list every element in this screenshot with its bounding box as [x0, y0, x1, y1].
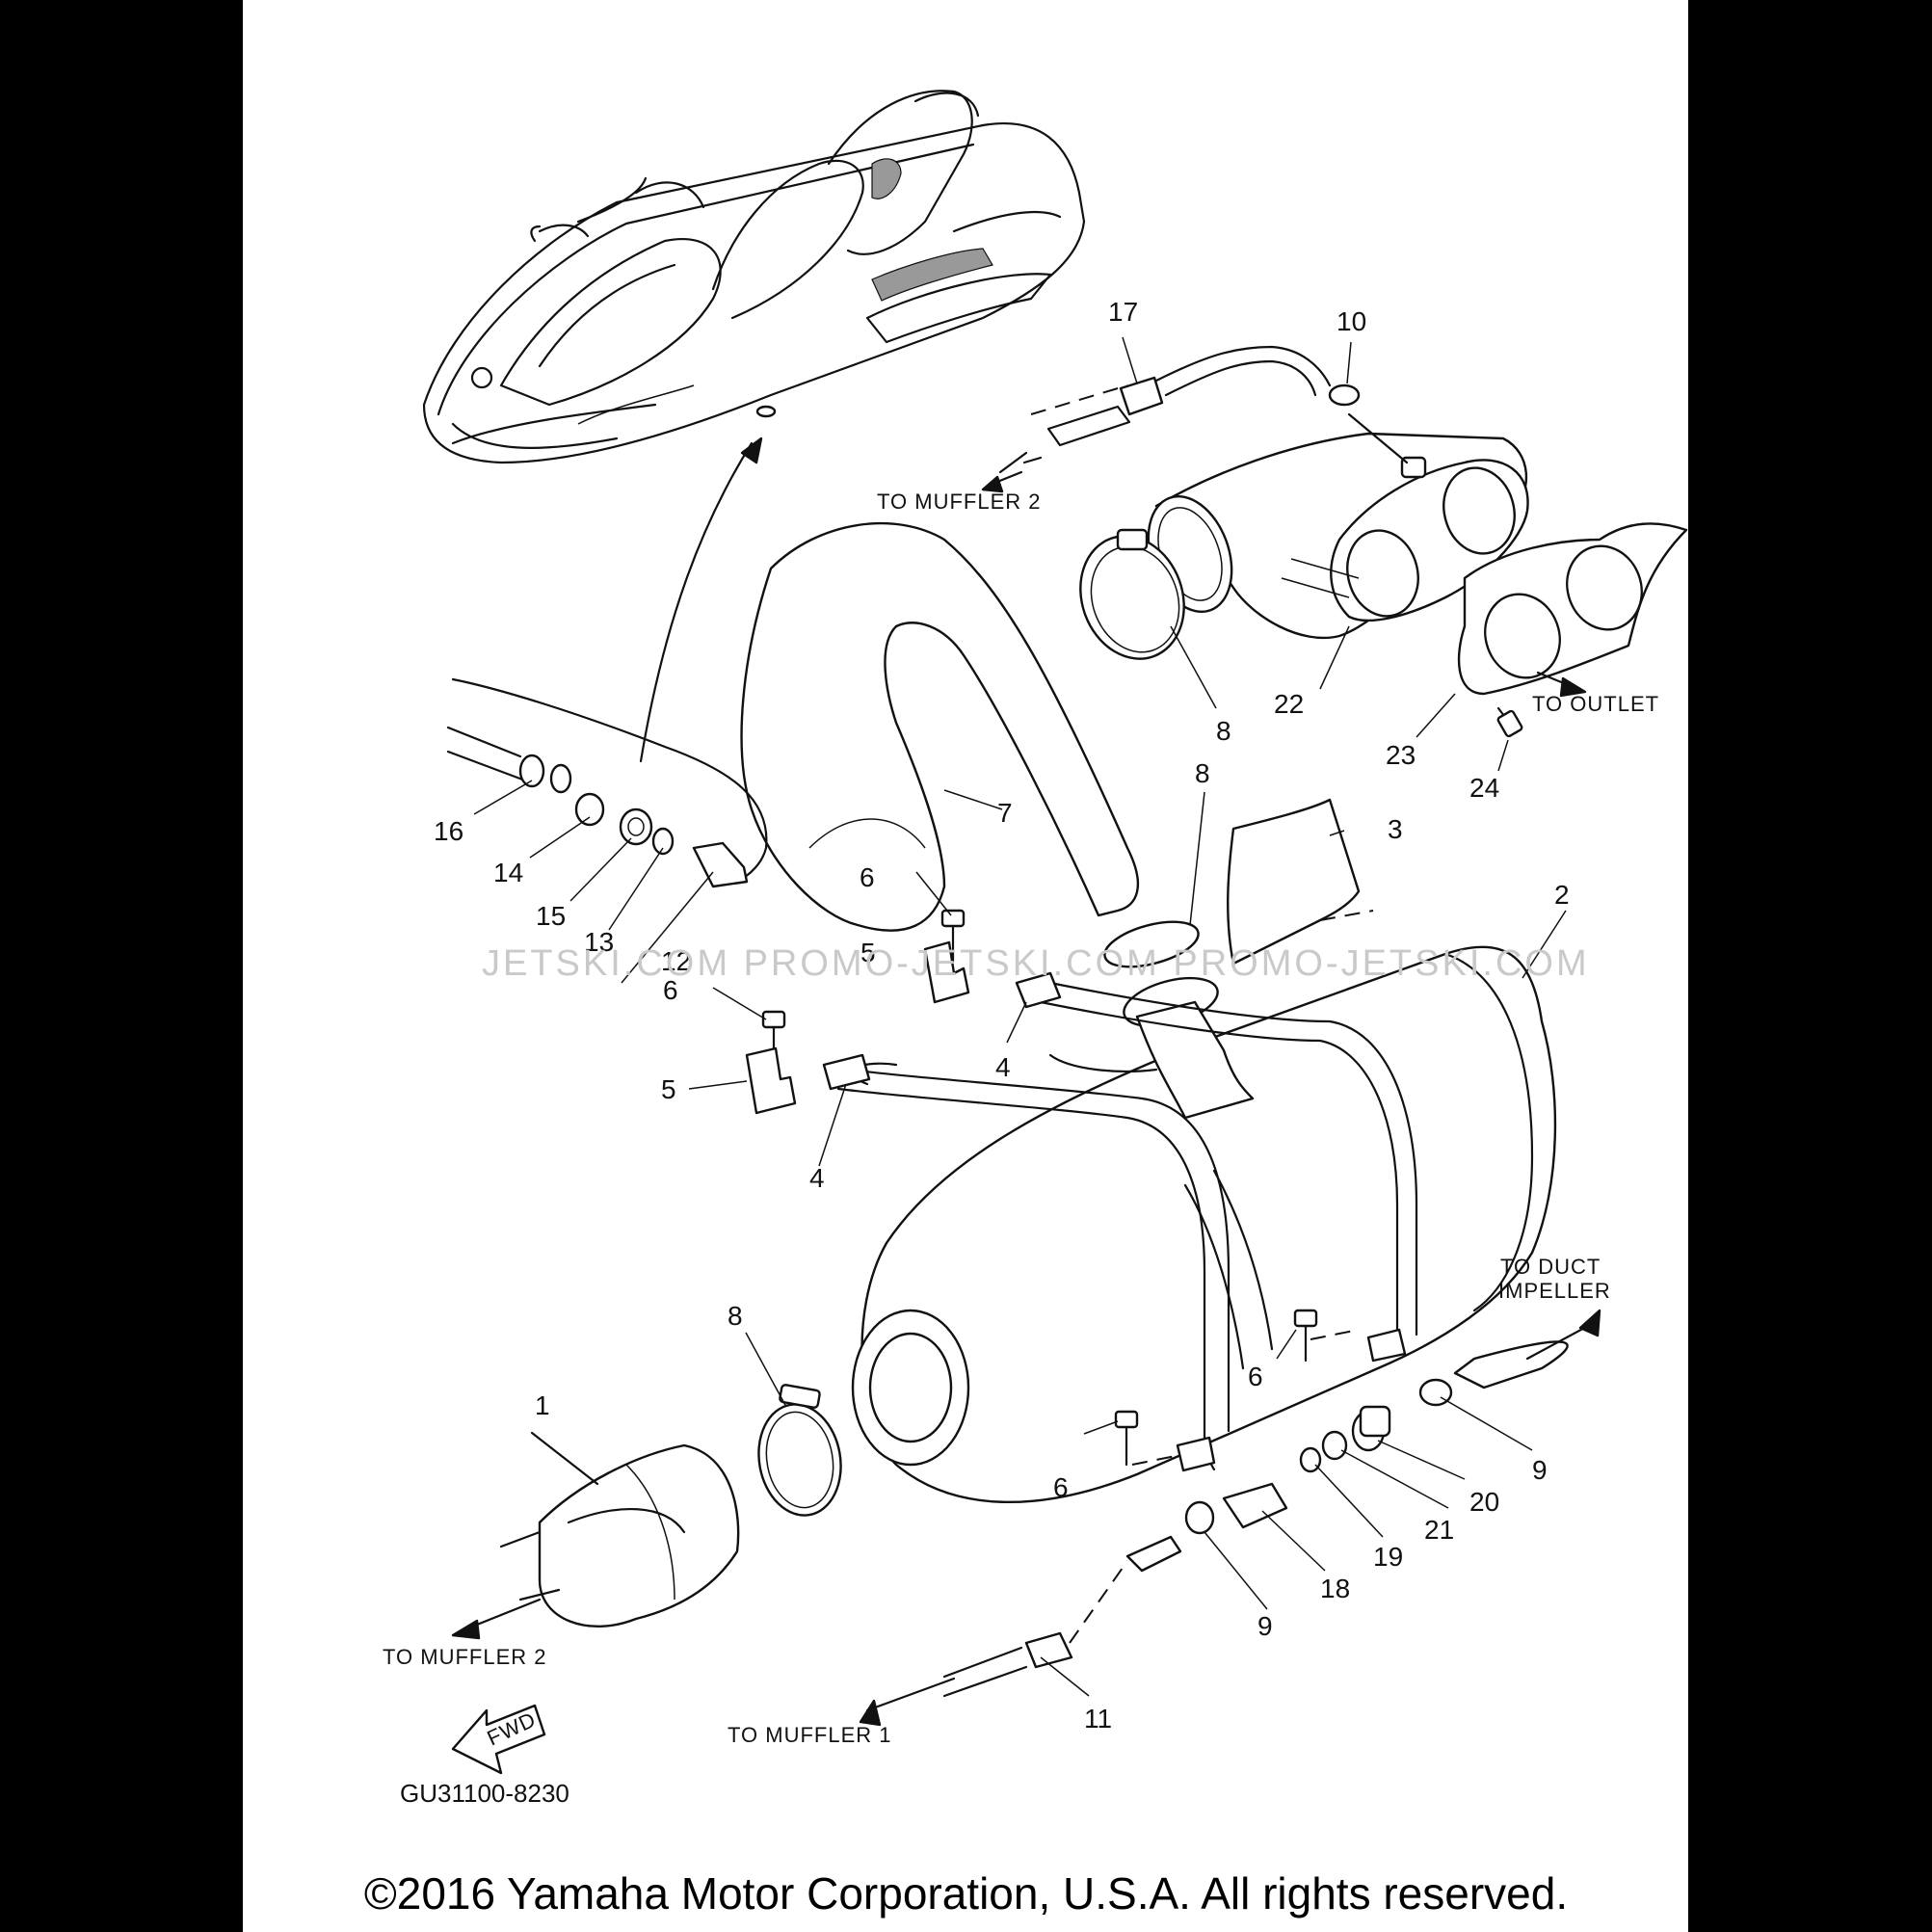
hose-clamp-8-lower — [757, 1384, 842, 1517]
notes: TO MUFFLER 2 TO OUTLET TO DUCT IMPELLER … — [383, 490, 1659, 1808]
exhaust-hose-7 — [740, 522, 1140, 932]
note-to-muffler-1: TO MUFFLER 1 — [728, 1723, 892, 1747]
exhaust-chamber-assembly — [1147, 412, 1529, 640]
callout-2: 2 — [1554, 880, 1570, 910]
note-to-duct-line2: IMPELLER — [1498, 1279, 1611, 1303]
callout-8-middle: 8 — [1195, 758, 1210, 788]
callout-18: 18 — [1320, 1574, 1350, 1603]
note-to-muffler-2-bottom: TO MUFFLER 2 — [383, 1645, 547, 1669]
callout-5-upper: 5 — [860, 938, 876, 967]
gasket-23 — [1457, 522, 1688, 696]
callout-7: 7 — [997, 798, 1013, 828]
callout-13: 13 — [584, 927, 614, 957]
callout-4-upper: 4 — [995, 1052, 1011, 1082]
callout-6-lower-right: 6 — [1248, 1362, 1263, 1391]
muffler-2 — [850, 945, 1557, 1504]
callout-5-lower: 5 — [661, 1074, 676, 1104]
band-tab-4 — [822, 971, 1407, 1472]
muffler-bands — [836, 981, 1418, 1471]
bolt-6-lower-left — [1114, 1410, 1181, 1467]
copyright-notice: ©2016 Yamaha Motor Corporation, U.S.A. A… — [363, 1868, 1569, 1919]
callout-16: 16 — [434, 816, 463, 846]
bolt-6-upper — [940, 909, 966, 964]
callout-22: 22 — [1274, 689, 1304, 719]
note-to-outlet: TO OUTLET — [1532, 692, 1659, 716]
lower-right-fittings — [859, 1309, 1601, 1727]
direction-arrows — [451, 470, 1587, 1640]
callout-numbers: 17 19 10 8 22 23 24 3 2 8 8 7 6 6 5 5 4 … — [434, 297, 1570, 1734]
heat-shield-3 — [1227, 798, 1374, 966]
callout-17: 17 — [1108, 297, 1138, 327]
callout-9-left: 9 — [1257, 1611, 1273, 1641]
bolt-6-middle — [761, 1010, 786, 1067]
bracket-5-lower — [745, 1046, 797, 1115]
callout-6-lower-left: 6 — [1053, 1472, 1069, 1502]
callout-21: 21 — [1424, 1515, 1454, 1545]
callout-15: 15 — [536, 901, 566, 931]
callout-6-middle: 6 — [663, 975, 678, 1005]
bracket-5-upper — [923, 940, 970, 1004]
watermark: JETSKI.COM PROMO-JETSKI.COM PROMO-JETSKI… — [482, 943, 1590, 984]
bolt-24 — [1496, 706, 1523, 738]
callout-6-upper: 6 — [860, 862, 875, 892]
callout-3: 3 — [1388, 814, 1403, 844]
callout-9-right: 9 — [1532, 1455, 1548, 1485]
callout-19: 19 — [1373, 1542, 1403, 1572]
leader-lines — [473, 336, 1567, 1697]
callout-10: 10 — [1337, 306, 1366, 336]
hose-clamp-8-upper — [1079, 528, 1185, 660]
diagram-code: GU31100-8230 — [400, 1779, 569, 1808]
location-pointer — [639, 437, 763, 763]
callout-12: 12 — [661, 946, 691, 976]
left-fittings — [446, 677, 768, 888]
callout-20: 20 — [1469, 1487, 1499, 1517]
note-to-muffler-2-top: TO MUFFLER 2 — [877, 490, 1042, 514]
bolt-6-lower-right — [1293, 1309, 1360, 1363]
callout-24: 24 — [1469, 773, 1499, 803]
upper-hose-assembly — [998, 345, 1361, 474]
callout-4-lower: 4 — [809, 1163, 825, 1193]
callout-14: 14 — [493, 858, 523, 887]
watercraft-illustration — [422, 90, 1086, 464]
callout-1: 1 — [535, 1390, 550, 1420]
callout-8-upper: 8 — [1216, 716, 1231, 746]
callout-11: 11 — [1084, 1704, 1112, 1734]
exhaust-hose-1 — [499, 1431, 740, 1628]
callout-23: 23 — [1386, 740, 1416, 770]
note-to-duct-line1: TO DUCT — [1500, 1255, 1601, 1279]
fwd-arrow: FWD — [451, 1704, 546, 1775]
callout-8-lower: 8 — [728, 1301, 743, 1331]
